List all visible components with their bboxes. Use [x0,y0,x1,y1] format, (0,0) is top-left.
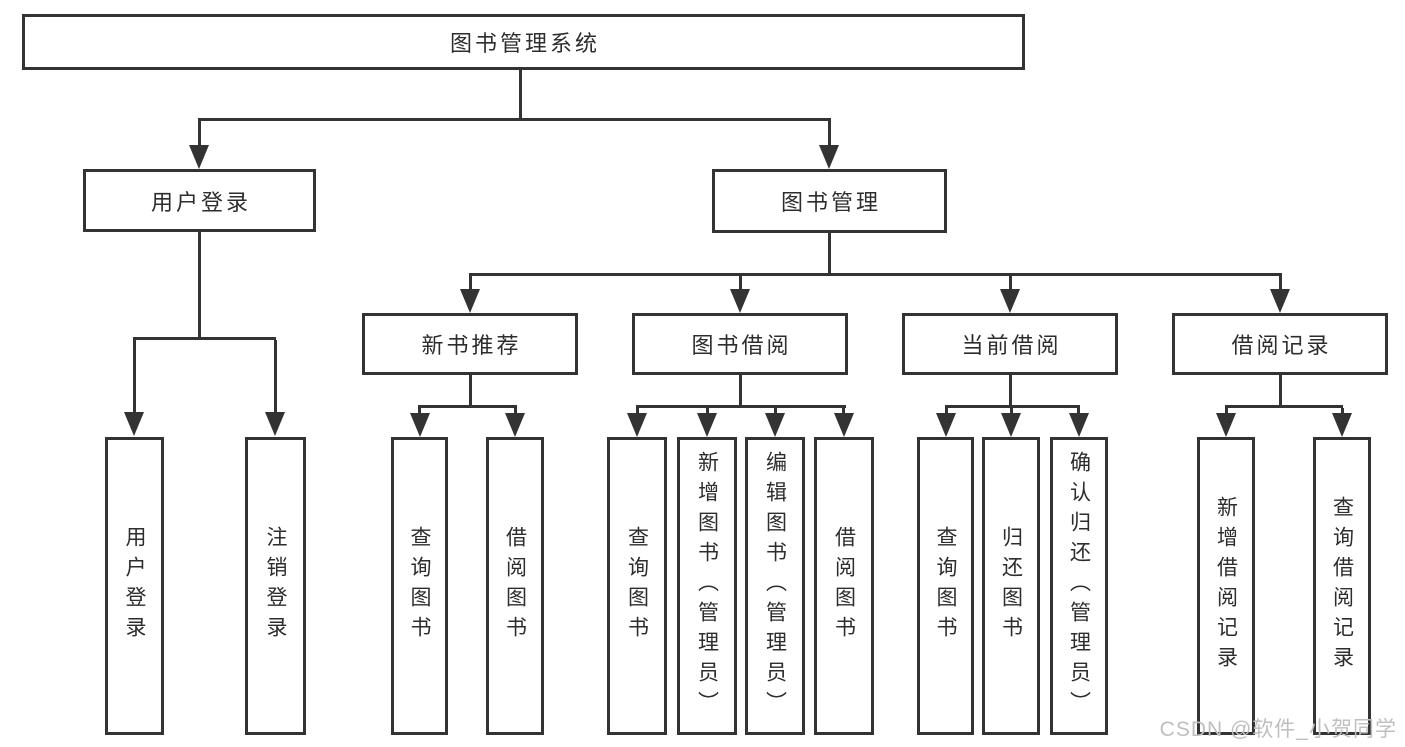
connector-drop [706,408,709,416]
connector-borrow-records-stem [1279,375,1282,408]
arrow-down-icon [124,412,144,436]
connector-drop [1225,408,1228,416]
arrow-down-icon [1270,289,1290,313]
node-add-borrow-record: 新增借阅记录 [1197,437,1255,735]
connector-drop-new-book-recommend [469,276,472,292]
node-query-borrow-record: 查询借阅记录 [1313,437,1371,735]
arrow-down-icon [765,413,785,437]
node-borrow-books: 借阅图书 [814,437,874,735]
connector-drop-current-borrow [1009,276,1012,292]
connector-user-login-rail [133,337,276,340]
connector-drop [1010,408,1013,416]
connector-root-rail [198,118,831,121]
connector-drop [418,408,421,416]
connector-root-stem [519,70,522,118]
connector-book-borrow-stem [739,375,742,408]
connector-current-borrow-stem [1009,375,1012,408]
connector-borrow-records-rail [1225,405,1343,408]
connector-drop-user-login [198,121,201,147]
node-add-book-admin: 新增图书（管理员） [677,437,737,735]
connector-drop [945,408,948,416]
connector-drop [514,408,517,416]
node-logout: 注销登录 [245,437,306,735]
arrow-down-icon [819,145,839,169]
connector-drop [842,408,845,416]
arrow-down-icon [1001,413,1021,437]
connector-drop [636,408,639,416]
node-root-library-system: 图书管理系统 [22,14,1025,70]
node-query-books-borrow: 查询图书 [607,437,667,735]
arrow-down-icon [834,413,854,437]
node-login: 用户登录 [105,437,164,735]
arrow-down-icon [1216,413,1236,437]
arrow-down-icon [265,412,285,436]
arrow-down-icon [410,413,430,437]
node-return-book: 归还图书 [982,437,1040,735]
connector-drop [1077,408,1080,416]
connector-drop-book-borrow [739,276,742,292]
connector-user-login-stem [198,232,201,337]
arrow-down-icon [460,289,480,313]
node-book-borrow: 图书借阅 [632,313,848,375]
arrow-down-icon [1332,413,1352,437]
csdn-watermark: CSDN @软件_小贺同学 [1159,718,1397,741]
arrow-down-icon [505,413,525,437]
arrow-down-icon [730,289,750,313]
node-new-book-recommend: 新书推荐 [362,313,578,375]
node-user-login: 用户登录 [83,169,316,232]
connector-new-book-recommend-rail [418,405,517,408]
connector-current-borrow-rail [945,405,1080,408]
connector-drop-book-management [828,121,831,147]
connector-new-book-recommend-stem [469,375,472,408]
node-borrow-records: 借阅记录 [1172,313,1388,375]
node-confirm-return-admin: 确认归还（管理员） [1050,437,1108,735]
connector-drop-logout [274,340,277,414]
node-query-books-recommend: 查询图书 [391,437,448,735]
arrow-down-icon [1069,413,1089,437]
connector-book-borrow-rail [636,405,846,408]
arrow-down-icon [697,413,717,437]
node-book-management: 图书管理 [712,169,947,233]
node-borrow-books-recommend: 借阅图书 [486,437,544,735]
node-edit-book-admin: 编辑图书（管理员） [745,437,805,735]
arrow-down-icon [936,413,956,437]
node-query-books-current: 查询图书 [917,437,974,735]
connector-drop-login [133,340,136,414]
connector-book-management-rail [469,273,1282,276]
connector-book-management-stem [828,233,831,273]
arrow-down-icon [627,413,647,437]
node-current-borrow: 当前借阅 [902,313,1118,375]
connector-drop [774,408,777,416]
connector-drop [1341,408,1344,416]
arrow-down-icon [1000,289,1020,313]
arrow-down-icon [189,145,209,169]
connector-drop-borrow-records [1279,276,1282,292]
